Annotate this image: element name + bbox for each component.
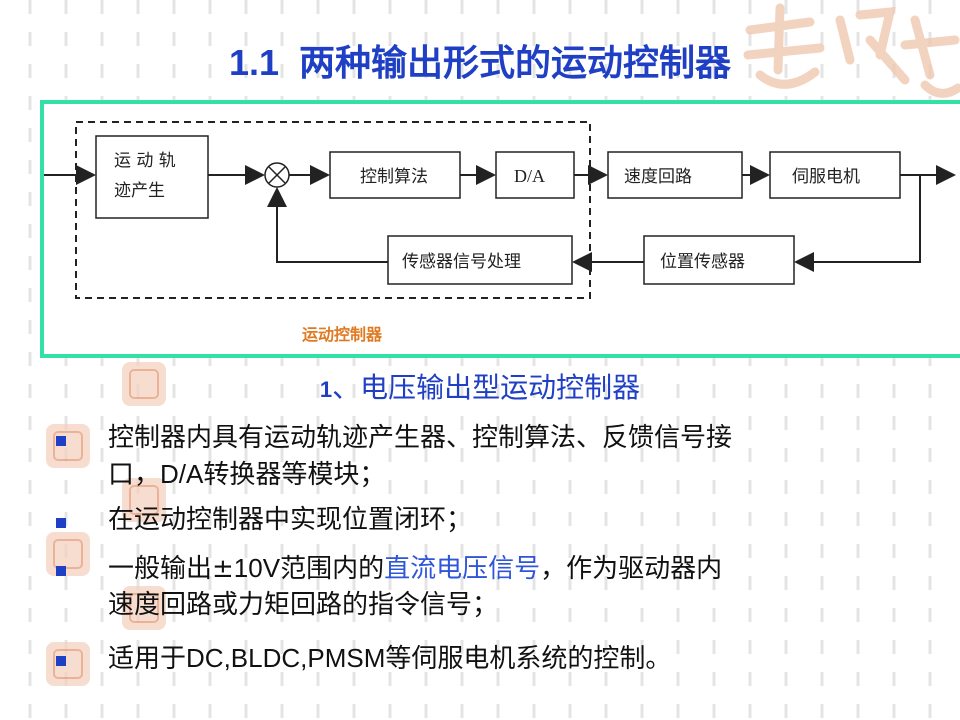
servo-motor-block — [769, 151, 901, 199]
bullet-line: 口，D/A转换器等模块； — [108, 459, 386, 490]
bullet-line: 适用于DC,BLDC,PMSM等伺服电机系统的控制。 — [108, 643, 672, 674]
sensor-processing-block — [387, 235, 573, 285]
controller-boundary — [75, 121, 591, 299]
seal-stamp-icon — [122, 362, 166, 406]
page-title: 1.1 两种输出形式的运动控制器 — [0, 34, 960, 86]
bullet-marker — [56, 436, 66, 446]
highlight-text: 直流电压信号 — [384, 554, 541, 584]
da-block — [495, 151, 575, 199]
bullet-item: 一般输出±10V范围内的直流电压信号，作为驱动器内 速度回路或力矩回路的指令信号… — [108, 550, 898, 623]
servo-motor-label: 伺服电机 — [792, 167, 860, 187]
speed-loop-label: 速度回路 — [624, 167, 692, 187]
seal-stamp-icon — [46, 642, 90, 686]
trajectory-generator-block — [95, 135, 209, 219]
title-text: 两种输出形式的运动控制器 — [299, 43, 732, 84]
bullet-line: 在运动控制器中实现位置闭环； — [108, 505, 473, 535]
section-separator: 、 — [332, 371, 361, 404]
bullet-item: 适用于DC,BLDC,PMSM等伺服电机系统的控制。 — [108, 640, 898, 677]
speed-loop-block — [607, 151, 743, 199]
seal-stamp-icon — [122, 586, 166, 630]
seal-stamp-icon — [46, 532, 90, 576]
section-number: 1 — [319, 377, 333, 402]
title-number: 1.1 — [228, 42, 280, 83]
section-heading-text: 电压输出型运动控制器 — [360, 371, 641, 404]
bullet-line: 速度回路或力矩回路的指令信号； — [108, 590, 499, 620]
section-heading: 1、电压输出型运动控制器 — [0, 366, 960, 406]
seal-stamp-icon — [122, 478, 166, 522]
bullet-line: 控制器内具有运动轨迹产生器、控制算法、反馈信号接 — [108, 423, 733, 453]
position-sensor-block — [643, 235, 795, 285]
seal-stamp-icon — [743, 3, 960, 98]
sensor-processing-label: 传感器信号处理 — [402, 252, 521, 272]
bullet-marker — [56, 518, 66, 528]
trajectory-label-2: 迹产生 — [114, 181, 165, 201]
trajectory-label-1: 运 动 轨 — [114, 151, 176, 171]
bullet-line: 一般输出±10V范围内的直流电压信号，作为驱动器内 — [108, 553, 723, 584]
control-algorithm-label: 控制算法 — [360, 167, 428, 187]
control-block-diagram: 运 动 轨 迹产生 控制算法 D/A 速度回路 伺服电机 位置传感器 — [44, 121, 956, 344]
bullet-item: 控制器内具有运动轨迹产生器、控制算法、反馈信号接 口，D/A转换器等模块； — [108, 420, 898, 493]
position-sensor-label: 位置传感器 — [660, 252, 745, 272]
da-label: D/A — [514, 166, 545, 186]
bullet-marker — [56, 566, 66, 576]
controller-caption: 运动控制器 — [302, 325, 383, 344]
seal-stamp-icon — [46, 424, 90, 468]
bullet-marker — [56, 656, 66, 666]
bullet-item: 在运动控制器中实现位置闭环； — [108, 502, 898, 538]
